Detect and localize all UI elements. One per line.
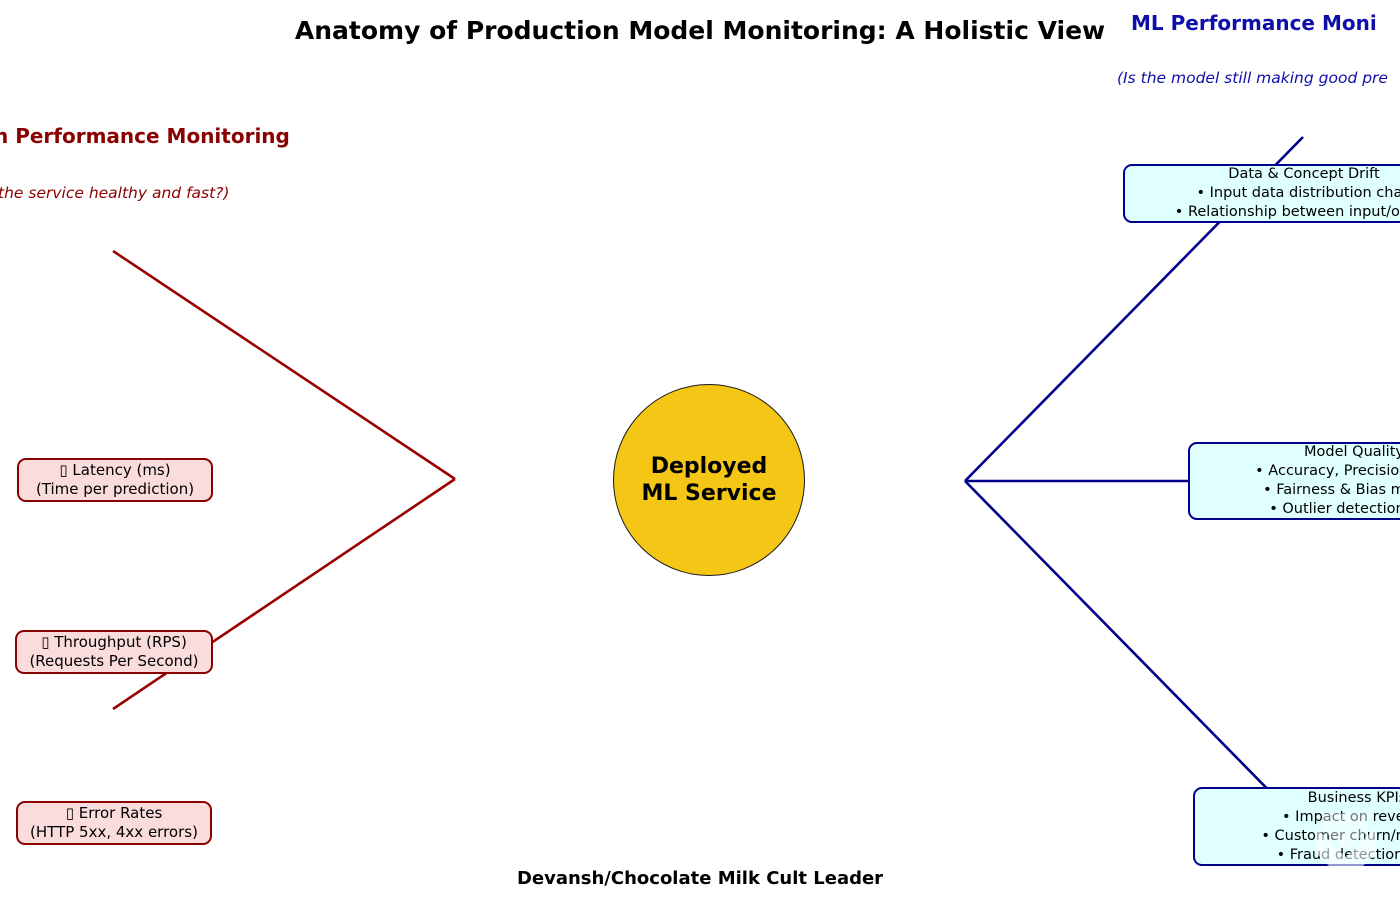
data-concept-drift-title: Data & Concept Drift [1228, 166, 1380, 182]
model-quality-title: Model Quality [1304, 444, 1400, 460]
error-rates-node-title: ▯ Error Rates [65, 804, 163, 822]
latency-node-title: ▯ Latency (ms) [59, 461, 171, 479]
business-kpis-bullet-3: • Fraud detection rate [1276, 846, 1400, 863]
error-rates-node: ▯ Error Rates (HTTP 5xx, 4xx errors) [16, 801, 212, 845]
center-node-line2: ML Service [641, 481, 777, 506]
data-concept-drift-bullet-1: • Input data distribution chan [1196, 185, 1400, 201]
left-branch-line-lower [112, 477, 456, 711]
business-kpis-bullet-2: • Customer churn/retentio [1261, 827, 1400, 844]
latency-node: ▯ Latency (ms) (Time per prediction) [17, 458, 213, 502]
latency-node-detail: (Time per prediction) [35, 480, 195, 498]
error-rates-node-detail: (HTTP 5xx, 4xx errors) [30, 823, 198, 841]
throughput-node-detail: (Requests Per Second) [29, 652, 199, 670]
model-quality-bullet-2: • Fairness & Bias metrics [1263, 482, 1400, 498]
model-quality-bullet-3: • Outlier detection rate [1269, 501, 1400, 517]
attribution-text: Devansh/Chocolate Milk Cult Leader [516, 868, 884, 889]
business-kpis-bullet-1: • Impact on revenue [1282, 808, 1400, 825]
right-branch-subtitle: (Is the model still making good pre [1117, 69, 1388, 87]
business-kpis-node: Business KPIs • Impact on revenue • Cust… [1193, 787, 1400, 866]
throughput-node-title: ▯ Throughput (RPS) [41, 633, 187, 651]
page-title: Anatomy of Production Model Monitoring: … [294, 16, 1106, 45]
model-quality-bullet-1: • Accuracy, Precision, Reca [1255, 463, 1400, 479]
throughput-node: ▯ Throughput (RPS) (Requests Per Second) [15, 630, 213, 674]
deployed-ml-service-node: Deployed ML Service [613, 384, 805, 576]
data-concept-drift-node: Data & Concept Drift • Input data distri… [1123, 164, 1400, 223]
center-node-line1: Deployed [650, 454, 768, 479]
business-kpis-title: Business KPIs [1307, 789, 1400, 806]
model-quality-node: Model Quality • Accuracy, Precision, Rec… [1188, 442, 1400, 520]
left-branch-line-upper [112, 249, 456, 481]
data-concept-drift-bullet-2: • Relationship between input/outpu [1174, 204, 1400, 220]
left-branch-header: n Performance Monitoring [0, 124, 290, 148]
right-branch-header: ML Performance Moni [1131, 11, 1377, 35]
left-branch-subtitle: the service healthy and fast?) [0, 184, 230, 202]
right-branch-line-lower [964, 480, 1293, 815]
